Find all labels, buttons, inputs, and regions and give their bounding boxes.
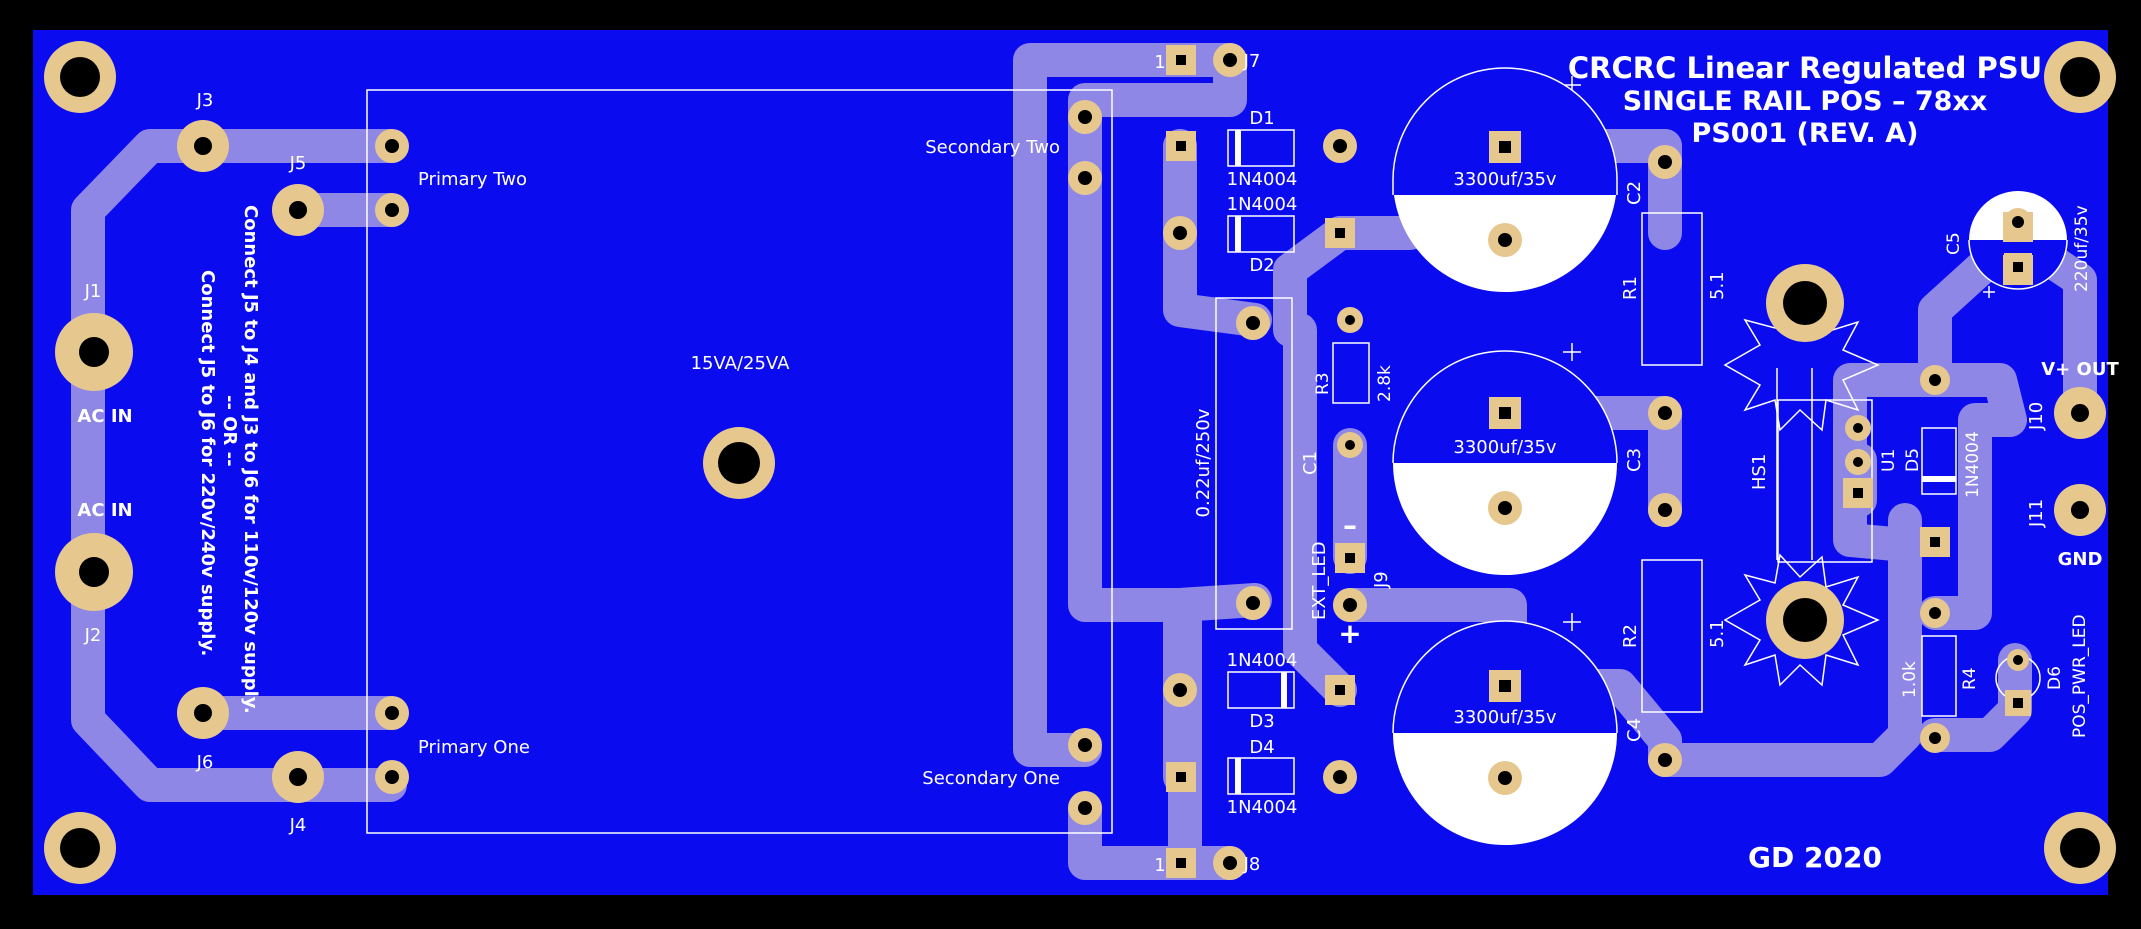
r2-label: R2 [1620,624,1641,648]
d3-label: D3 [1249,711,1274,732]
r1-outline [1641,212,1703,366]
d3-band [1281,672,1287,708]
d5-band [1922,476,1956,482]
instruction-line3: Connect J5 to J6 for 220v/240v supply. [197,270,218,656]
silkscreen [366,76,2041,834]
r2-value: 5.1 [1707,619,1728,648]
c1-value: 0.22uf/250v [1193,408,1214,517]
r4-label: R4 [1960,667,1980,690]
c4-label: C4 [1624,718,1645,742]
ac-in-pads [55,313,133,611]
v-out-label: V+ OUT [2041,359,2119,380]
d6-label: D6 [2045,666,2065,690]
board-title-line1: CRCRC Linear Regulated PSU [1568,51,2042,85]
r4-outline [1921,635,1957,717]
j3-label: J3 [196,90,214,111]
hs1-label: HS1 [1749,454,1770,490]
r1-value: 5.1 [1707,271,1728,300]
r1-label: R1 [1620,276,1641,300]
c2-value: 3300uf/35v [1453,169,1557,190]
r3-label: R3 [1313,372,1333,395]
instruction-line2: -- OR -- [219,395,240,467]
r3-value: 2.8k [1375,365,1395,402]
d2-outline [1227,215,1295,253]
j5-label: J5 [289,153,307,174]
j4-label: J4 [289,815,307,836]
ac-in-bottom-label: AC IN [77,500,132,521]
j10-label: J10 [2026,402,2047,431]
polarity-marks [1563,76,1995,631]
pos-pwr-led-label: POS_PWR_LED [2070,614,2090,738]
plus-label: + [1338,617,1361,650]
j9-label: J9 [1371,571,1392,589]
d5-label: D5 [1903,448,1923,472]
d4-label: D4 [1249,737,1274,758]
d4-band [1235,758,1241,794]
d1-value: 1N4004 [1227,169,1298,190]
r2-outline [1641,559,1703,713]
pin1-top-label: 1 [1154,52,1165,73]
d2-band [1235,216,1241,252]
d4-outline [1227,757,1295,795]
primary-two-label: Primary Two [418,169,527,190]
minus-label: – [1343,509,1357,542]
j8-label: J8 [1243,854,1261,875]
r3-outline [1332,342,1370,404]
j7-label: J7 [1243,51,1261,72]
mounting-holes [44,41,2116,884]
c4-body [1392,620,1618,845]
transformer-rating: 15VA/25VA [691,353,791,374]
pin1-bottom-label: 1 [1154,855,1165,876]
board-title-line2: SINGLE RAIL POS – 78xx [1623,86,1988,117]
d5-outline [1921,427,1957,495]
primary-one-label: Primary One [418,737,530,758]
board-title-line3: PS001 (REV. A) [1692,118,1919,149]
c5-label: C5 [1944,232,1964,255]
c2-label: C2 [1624,181,1645,205]
c4-value: 3300uf/35v [1453,707,1557,728]
d5-value: 1N4004 [1963,431,1983,498]
secondary-one-label: Secondary One [922,768,1060,789]
d1-label: D1 [1249,108,1274,129]
d3-outline [1227,671,1295,709]
d1-outline [1227,129,1295,167]
u1-label: U1 [1879,449,1899,472]
ext-led-label: EXT_LED [1309,541,1330,620]
d4-value: 1N4004 [1227,797,1298,818]
round-pads [177,43,2106,880]
j1-label: J1 [84,281,102,302]
credit-label: GD 2020 [1748,841,1882,874]
ac-in-top-label: AC IN [77,406,132,427]
gnd-label: GND [2058,549,2103,570]
c5-pads [2004,208,2032,281]
r4-value: 1.0k [1900,661,1920,698]
j11-label: J11 [2026,499,2047,528]
transformer-outline [366,89,1113,834]
d2-value: 1N4004 [1227,194,1298,215]
c3-value: 3300uf/35v [1453,437,1557,458]
c3-body [1392,350,1618,575]
instruction-line1: Connect J5 to J4 and J3 to J6 for 110v/1… [240,205,261,714]
d2-label: D2 [1249,255,1274,276]
j2-label: J2 [84,625,102,646]
c1-outline [1215,297,1293,630]
d3-value: 1N4004 [1227,650,1298,671]
secondary-two-label: Secondary Two [925,137,1060,158]
d1-band [1235,130,1241,166]
hs1-bottom [1723,553,1880,687]
c5-value: 220uf/35v [2072,205,2092,292]
j6-label: J6 [196,752,214,773]
c1-label: C1 [1300,451,1321,475]
c3-label: C3 [1624,448,1645,472]
